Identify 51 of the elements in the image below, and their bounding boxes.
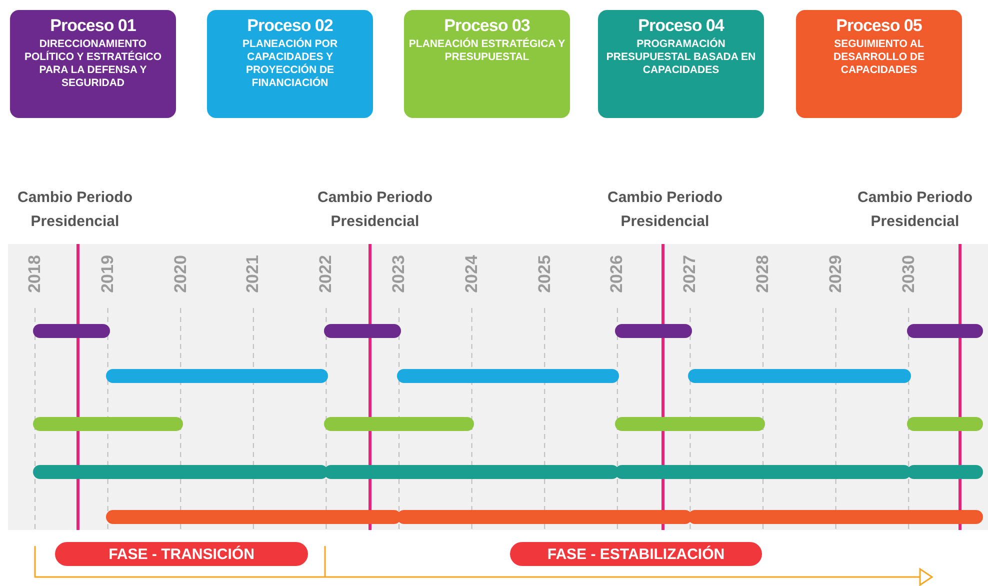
timeline-bar: [615, 324, 692, 338]
timeline-bar: [33, 417, 183, 431]
year-label: 2019: [98, 254, 118, 295]
timeline-bar: [33, 465, 328, 479]
timeline-bar: [906, 324, 984, 338]
period-change-label: Cambio Periodo Presidencial: [16, 188, 134, 232]
year-label: 2027: [680, 254, 700, 295]
year-label: 2020: [170, 254, 191, 295]
phase-label: FASE - ESTABILIZACIÓN: [547, 546, 725, 562]
phase-pill: [510, 542, 762, 566]
process-title: Proceso 02: [246, 16, 334, 36]
period-change-label: Cambio Periodo Presidencial: [856, 188, 974, 232]
process-description: PLANEACIÓN ESTRATÉGICA Y PRESUPUESTAL: [408, 38, 566, 64]
process-box: [796, 10, 962, 118]
process-description: PLANEACIÓN POR CAPACIDADES Y PROYECCIÓN DE FINANCIACIÓN: [241, 38, 339, 90]
process-title: Proceso 01: [49, 16, 137, 36]
process-box: [10, 10, 176, 118]
phase-label: FASE - TRANSICIÓN: [108, 546, 254, 562]
year-label: 2029: [826, 254, 846, 295]
year-label: 2021: [243, 254, 264, 295]
year-label: 2030: [898, 254, 919, 295]
period-change-label: Cambio Periodo Presidencial: [606, 188, 724, 232]
phase-pill: [55, 542, 308, 566]
timeline-bar: [33, 324, 110, 338]
timeline-bar: [688, 510, 984, 524]
process-description: SEGUIMIENTO AL DESARROLLO DE CAPACIDADES: [832, 38, 926, 77]
year-label: 2023: [389, 254, 409, 295]
timeline-bar: [906, 465, 984, 479]
process-box: [404, 10, 570, 118]
timeline-bar: [397, 369, 620, 383]
process-box: [598, 10, 764, 118]
process-title: Proceso 04: [637, 16, 726, 36]
process-description: DIRECCIONAMIENTO POLÍTICO Y ESTRATÉGICO PARA LA DEFENSA Y SEGURIDAD: [23, 38, 163, 90]
year-label: 2024: [462, 254, 482, 295]
year-label: 2028: [753, 254, 773, 295]
process-title: Proceso 05: [835, 16, 923, 36]
timeline-bar: [615, 417, 765, 431]
timeline-bar: [688, 369, 911, 383]
year-label: 2022: [316, 254, 336, 295]
timeline-bar: [906, 417, 984, 431]
process-description: PROGRAMACIÓN PRESUPUESTAL BASADA EN CAPACIDADES: [605, 38, 757, 77]
period-change-label: Cambio Periodo Presidencial: [316, 188, 434, 232]
timeline-bar: [324, 417, 474, 431]
year-label: 2025: [534, 254, 555, 295]
process-box: [207, 10, 373, 118]
year-label: 2018: [25, 254, 45, 295]
timeline-bar: [324, 324, 401, 338]
year-label: 2026: [607, 254, 628, 295]
process-title: Proceso 03: [443, 16, 531, 36]
timeline-bar: [106, 510, 401, 524]
timeline-bar: [106, 369, 328, 383]
